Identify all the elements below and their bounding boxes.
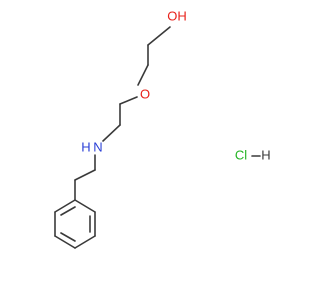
salt-hydrogen-label: H	[261, 147, 270, 162]
bond-o-c2	[137, 64, 149, 86]
bond-c1-oh	[147, 26, 171, 46]
bond-c3-o	[119, 96, 138, 105]
amine-nitrogen-label: N	[93, 139, 102, 154]
amine-hydrogen-label: H	[81, 139, 90, 154]
ring-inner-bond-b	[60, 232, 76, 242]
hydroxyl-label: OH	[167, 8, 187, 23]
ring-bond-3	[74, 235, 96, 249]
ring-bond-1	[74, 199, 96, 213]
molecule-structure-diagram: OH O N H Cl H	[54, 8, 271, 249]
carbon-chain-bonds	[74, 26, 171, 201]
bond-c6-c5	[74, 169, 96, 181]
ring-bond-4	[54, 235, 76, 249]
ring-bond-6	[54, 199, 76, 213]
benzene-ring	[54, 199, 96, 249]
chlorine-label: Cl	[235, 147, 247, 162]
ether-oxygen-label: O	[140, 86, 150, 101]
ring-inner-bond-c	[60, 206, 76, 216]
bond-n-c4	[102, 124, 121, 142]
